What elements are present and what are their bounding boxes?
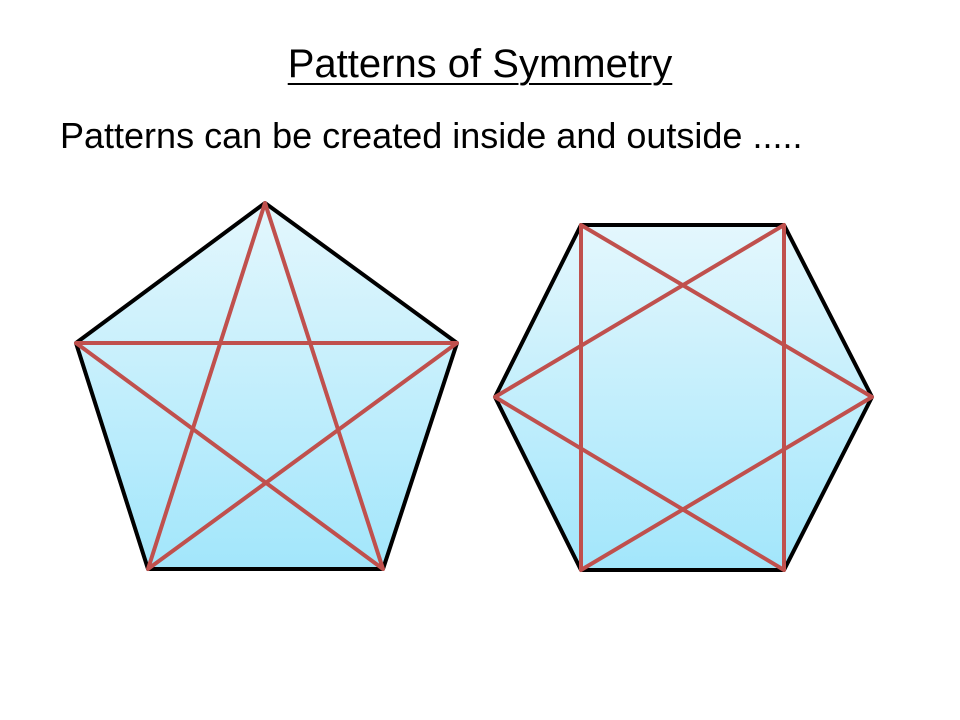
hexagon-shape [493, 223, 874, 572]
hexagram-triangle-1 [579, 223, 874, 572]
pentagram-star [74, 201, 459, 571]
hexagram-triangle-2 [493, 223, 786, 572]
hexagon-outline [493, 223, 874, 572]
slide-subtitle: Patterns can be created inside and outsi… [60, 115, 803, 156]
pentagon-outline [74, 201, 459, 571]
slide-title: Patterns of Symmetry [287, 42, 673, 86]
pentagon-shape [74, 201, 459, 571]
